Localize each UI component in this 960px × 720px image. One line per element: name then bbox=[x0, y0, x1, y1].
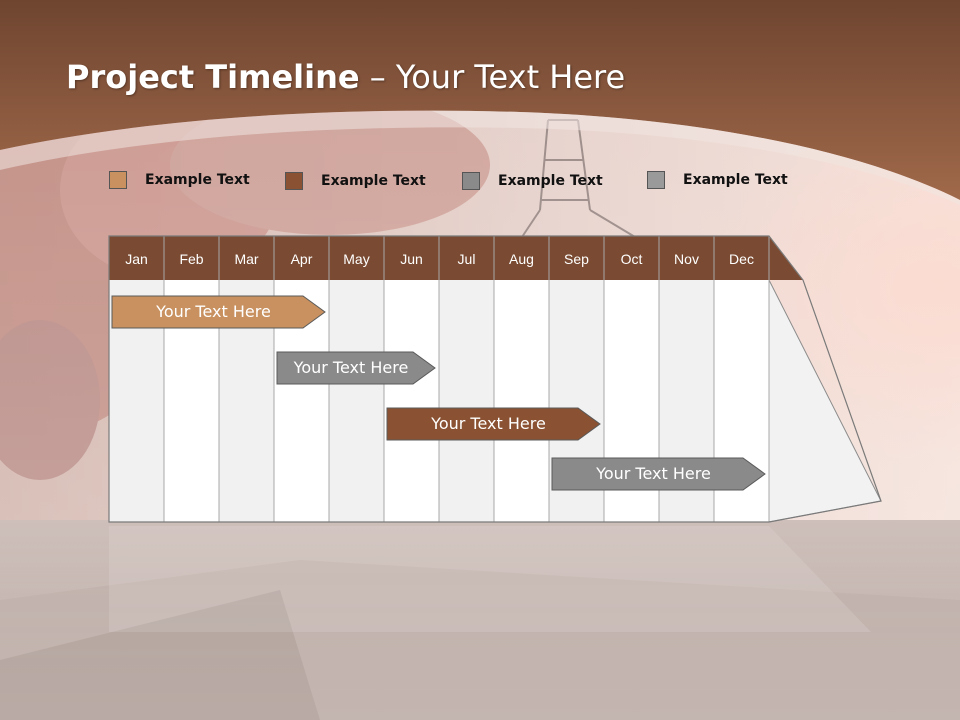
legend-item-1: Example Text bbox=[109, 170, 250, 190]
month-label-may: May bbox=[343, 251, 370, 267]
month-column bbox=[439, 280, 494, 522]
task-label-1: Your Text Here bbox=[156, 302, 271, 321]
task-label-2: Your Text Here bbox=[293, 358, 409, 377]
task-bar-4 bbox=[551, 457, 766, 491]
month-label-aug: Aug bbox=[509, 251, 534, 267]
title-bold: Project Timeline bbox=[66, 58, 360, 96]
title-rest: – Your Text Here bbox=[359, 58, 626, 96]
month-label-dec: Dec bbox=[729, 251, 754, 267]
month-column bbox=[329, 280, 384, 522]
timeline-outline bbox=[108, 235, 882, 523]
task-label-4: Your Text Here bbox=[596, 464, 711, 483]
month-label-jul: Jul bbox=[457, 251, 476, 267]
legend-item-2: Example Text bbox=[285, 171, 426, 191]
timeline-header-band bbox=[109, 236, 803, 280]
timeline-reflection bbox=[109, 526, 871, 632]
legend-swatch-1 bbox=[109, 171, 127, 189]
month-label-mar: Mar bbox=[234, 251, 259, 267]
month-label-feb: Feb bbox=[179, 251, 204, 267]
month-label-oct: Oct bbox=[620, 251, 643, 267]
legend-label-2: Example Text bbox=[321, 173, 426, 189]
legend-label-1: Example Text bbox=[145, 172, 250, 188]
slide-title: Project Timeline – Your Text Here bbox=[66, 58, 625, 96]
task-bar-2 bbox=[276, 351, 436, 385]
legend-label-3: Example Text bbox=[498, 173, 603, 189]
month-label-sep: Sep bbox=[564, 251, 589, 267]
month-label-apr: Apr bbox=[290, 251, 313, 267]
legend-label-4: Example Text bbox=[683, 172, 788, 188]
task-bar-3 bbox=[386, 407, 601, 441]
task-bar-1 bbox=[111, 295, 326, 329]
legend-swatch-3 bbox=[462, 172, 480, 190]
task-label-3: Your Text Here bbox=[431, 414, 546, 433]
month-label-jun: Jun bbox=[400, 251, 423, 267]
legend-swatch-2 bbox=[285, 172, 303, 190]
legend-swatch-4 bbox=[647, 171, 665, 189]
month-label-jan: Jan bbox=[125, 251, 148, 267]
month-column bbox=[384, 280, 439, 522]
legend-item-3: Example Text bbox=[462, 171, 603, 191]
legend-item-4: Example Text bbox=[647, 170, 788, 190]
month-label-nov: Nov bbox=[674, 251, 699, 267]
month-column bbox=[494, 280, 549, 522]
